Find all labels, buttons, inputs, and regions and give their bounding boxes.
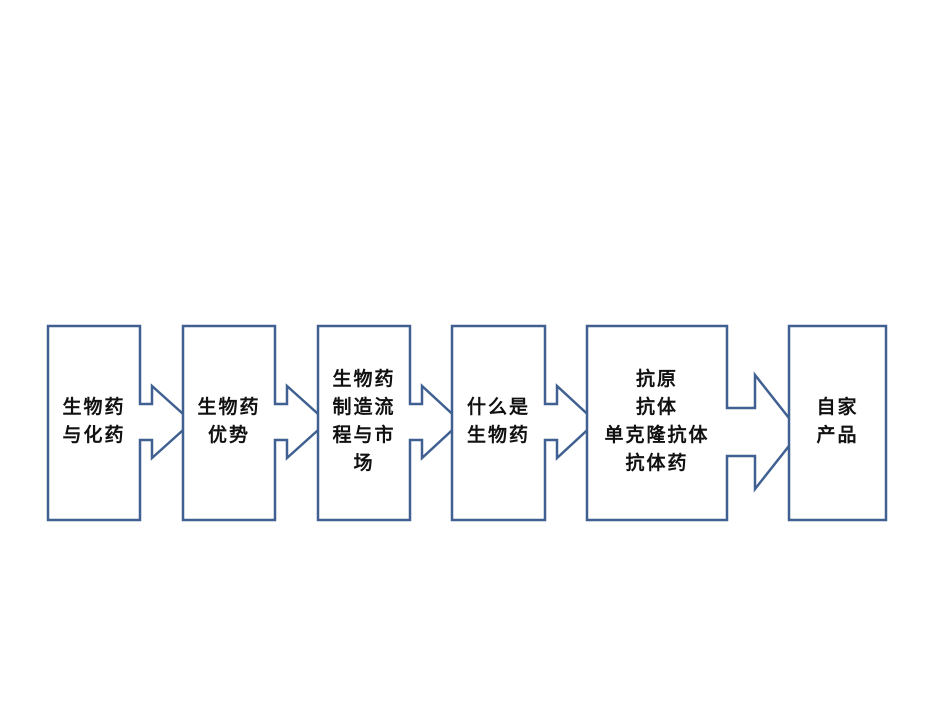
step-label: 抗原抗体单克隆抗体抗体药 bbox=[587, 326, 727, 516]
step-label-line: 与化药 bbox=[62, 424, 126, 446]
step-label-line: 程与市 bbox=[332, 424, 396, 446]
step-box-with-arrow bbox=[450, 324, 598, 522]
step-box-with-arrow bbox=[316, 324, 463, 522]
step-label-line: 生物药 bbox=[466, 424, 530, 446]
step-label: 生物药与化药 bbox=[48, 326, 140, 516]
step-label: 什么是生物药 bbox=[452, 326, 545, 516]
step-label-line: 什么是 bbox=[466, 396, 530, 418]
step-label-line: 生物药 bbox=[332, 368, 396, 390]
step-label-line: 制造流 bbox=[332, 396, 396, 418]
step-label-line: 生物药 bbox=[62, 396, 126, 418]
step-label-line: 抗原 bbox=[635, 368, 678, 390]
step-label: 生物药优势 bbox=[183, 326, 275, 516]
step-box-with-arrow bbox=[46, 324, 194, 522]
step-label-line: 场 bbox=[353, 452, 375, 474]
step-label-line: 自家 bbox=[816, 396, 859, 418]
step-label-line: 优势 bbox=[207, 424, 250, 446]
step-box bbox=[787, 324, 888, 522]
step-box-with-arrow bbox=[585, 324, 802, 522]
step-label-line: 单克隆抗体 bbox=[604, 424, 710, 446]
step-label-line: 抗体 bbox=[635, 396, 678, 418]
step-label: 生物药制造流程与市场 bbox=[318, 326, 410, 516]
step-label: 自家产品 bbox=[789, 326, 886, 516]
step-label-line: 产品 bbox=[816, 424, 859, 446]
step-box-with-arrow bbox=[181, 324, 329, 522]
step-label-line: 抗体药 bbox=[625, 452, 689, 474]
step-label-line: 生物药 bbox=[197, 396, 261, 418]
